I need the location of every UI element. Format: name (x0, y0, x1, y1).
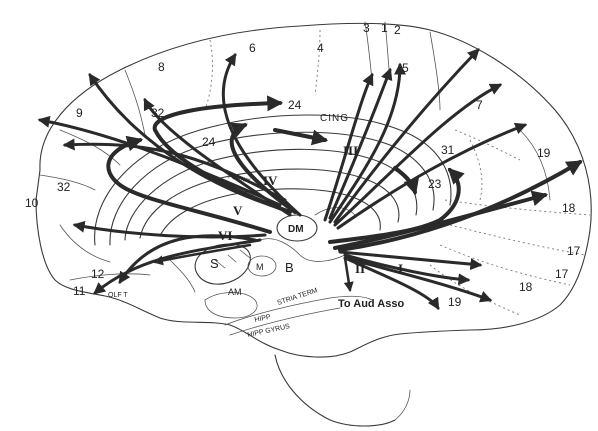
area-label-17b: 17 (555, 267, 569, 281)
area-label-5: 5 (402, 61, 409, 75)
area-label-11: 11 (73, 284, 86, 298)
area-label-23: 23 (428, 177, 442, 191)
area-label-7: 7 (476, 98, 483, 112)
hipp-gyrus-label: HIPP GYRUS (247, 323, 291, 339)
area-label-32a: 32 (151, 106, 165, 120)
cortex-outline (36, 23, 591, 426)
area-label-19b: 19 (448, 295, 462, 309)
am-label: AM (228, 287, 242, 297)
area-label-17a: 17 (567, 244, 581, 258)
area-label-18a: 18 (562, 201, 576, 215)
area-label-10: 10 (25, 196, 39, 210)
area-label-2: 2 (394, 23, 401, 37)
cing-label: CING (320, 113, 349, 124)
pathway-label-III: III (343, 143, 358, 158)
dm-label: DM (288, 224, 304, 235)
area-label-4: 4 (317, 41, 324, 55)
area-label-19a: 19 (537, 146, 551, 160)
projection-arrows (40, 50, 580, 308)
area-label-1: 1 (381, 21, 388, 35)
area-label-9: 9 (76, 106, 83, 120)
area-label-24b: 24 (202, 135, 216, 149)
s-label: S (210, 256, 219, 271)
area-label-24a: 24 (288, 98, 302, 112)
area-label-6: 6 (249, 41, 256, 55)
b-label: B (285, 260, 294, 275)
hipp-label: HIPP (254, 314, 272, 324)
pathway-label-I: I (398, 261, 403, 276)
area-boundaries (40, 22, 590, 315)
aud-asso-label: To Aud Asso (338, 298, 404, 310)
olf-label: OLF T (108, 292, 128, 299)
pathway-label-II: II (355, 261, 365, 276)
area-label-8: 8 (158, 60, 165, 74)
pathway-label-V: V (233, 203, 243, 218)
area-label-3: 3 (363, 21, 370, 35)
area-label-18b: 18 (519, 280, 533, 294)
m-label: M (256, 262, 264, 272)
area-label-32b: 32 (57, 180, 71, 194)
area-label-31: 31 (441, 143, 455, 157)
pathway-label-VI: VI (218, 228, 232, 243)
pathway-label-IV: IV (263, 173, 278, 188)
area-label-12: 12 (91, 267, 105, 281)
